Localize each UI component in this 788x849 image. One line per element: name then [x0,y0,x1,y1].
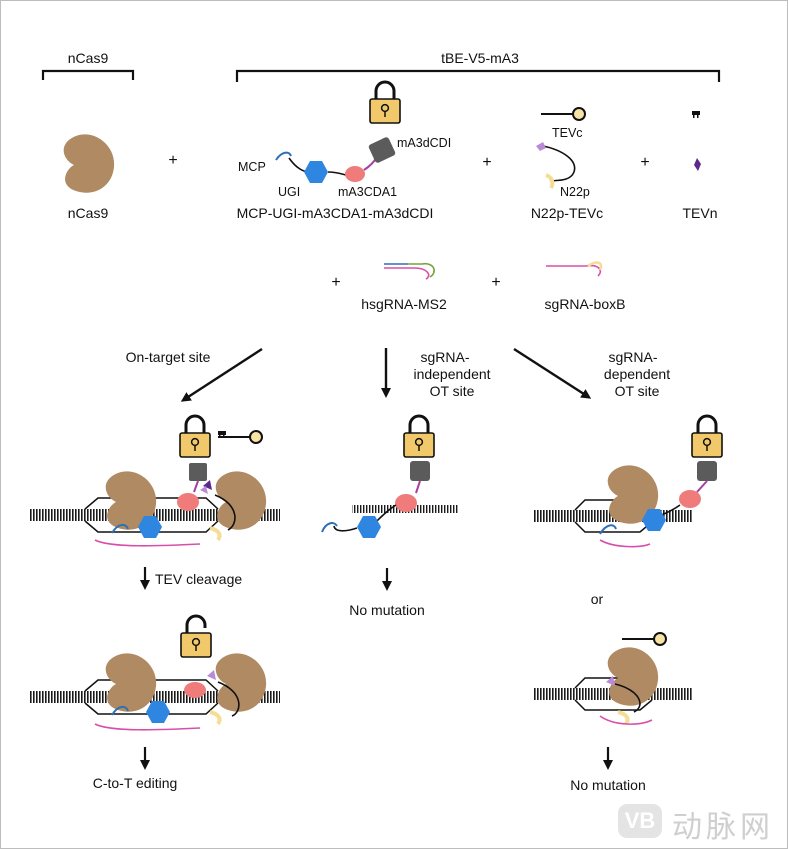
branch-label-mid-2: independent [413,366,490,382]
ncas9-label: nCas9 [68,205,109,221]
tbe-bracket-label: tBE-V5-mA3 [441,50,519,66]
fusion-protein [275,137,396,183]
tevc-fragment [536,142,546,151]
tev-cleavage-label: TEV cleavage [155,571,242,587]
right-cda1-domain [679,490,701,508]
n22p-tevc-protein [536,142,576,190]
n22p-label: N22p [560,185,590,199]
ncas9-protein [63,134,115,193]
fusion-label: MCP-UGI-mA3CDA1-mA3dCDI [237,205,434,221]
branch-label-mid-1: sgRNA- [420,349,469,365]
branch-label-right-1: sgRNA- [608,349,657,365]
n22p-fragment [545,173,555,190]
top-key-bit-icon [692,111,700,118]
sgrna-boxb-label: sgRNA-boxB [545,296,626,312]
mcp-label: MCP [238,160,266,174]
plus-1: + [168,152,177,169]
ma3cda1-domain [345,166,365,182]
left-complex-unlocked [30,614,280,731]
branch-label-mid-3: OT site [430,383,475,399]
hsgrna-ms2-strand [384,262,435,280]
watermark: VB 动脉网 [618,800,784,845]
ma3dcdi-label: mA3dCDI [397,136,451,150]
watermark-text: 动脉网 [672,810,774,845]
plus-5: + [491,274,500,291]
branch-label-right-2: dependent [604,366,670,382]
middle-dcdi-domain [410,461,430,481]
tevn-label: TEVn [682,205,717,221]
sgrna-boxb-strand [546,261,603,277]
plus-2: + [482,154,491,171]
left-open-lock-icon [179,614,213,659]
middle-lock-icon [402,414,436,459]
plus-3: + [640,154,649,171]
left-dcdi-domain [189,463,207,481]
tbe-bracket: tBE-V5-mA3 [235,50,721,82]
top-lock-icon [368,80,402,125]
or-label: or [591,591,604,607]
right-complex-locked [533,414,724,548]
right-lock-icon [690,414,724,459]
left-complex-locked [30,414,280,547]
middle-cda1-domain [395,494,417,512]
branch-arrow-left [180,347,263,402]
watermark-logo: VB [618,804,662,838]
left-lock-icon [178,414,212,459]
ugi-label: UGI [278,185,300,199]
left-unlocked-cda1 [184,682,206,698]
ma3cda1-label: mA3CDA1 [338,185,397,199]
right-dcdi-domain [697,461,717,481]
middle-ugi-icon [357,516,381,538]
middle-complex [321,414,458,538]
tevn-fragment [694,158,701,171]
ct-editing-label: C-to-T editing [93,775,178,791]
ugi-hexagon-icon [304,161,328,183]
branch-label-left: On-target site [126,349,211,365]
right-key-icon [621,632,667,646]
branch-arrow-right [513,347,592,399]
plus-4: + [331,274,340,291]
ncas9-bracket: nCas9 [41,50,135,80]
ma3dcdi-domain [368,137,396,163]
n22p-tevc-label: N22p-TEVc [531,205,603,221]
right-complex-partial [533,632,693,726]
middle-no-mutation-label: No mutation [349,602,424,618]
branch-label-right-3: OT site [615,383,660,399]
ncas9-bracket-label: nCas9 [68,50,109,66]
tevc-label: TEVc [552,126,583,140]
right-no-mutation-label: No mutation [570,777,645,793]
left-cda1-domain [177,493,199,511]
top-key-icon [540,107,586,121]
hsgrna-label: hsgRNA-MS2 [361,296,447,312]
